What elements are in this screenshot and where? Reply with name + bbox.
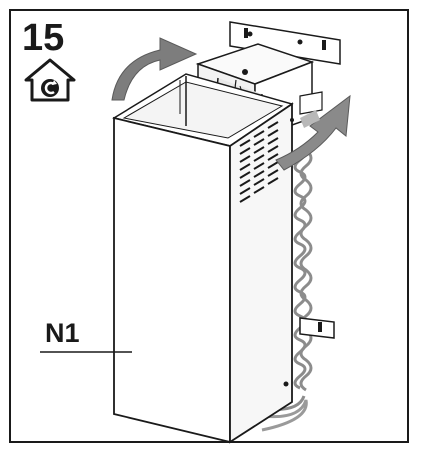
rotation-arrow-side [275, 94, 351, 171]
chimney-cover [112, 73, 294, 444]
wall-bracket-top [229, 21, 341, 65]
part-label: N1 [45, 318, 80, 348]
rotation-arrow-top [111, 37, 198, 101]
step-number: 15 [22, 17, 65, 59]
house-recirculation-icon [24, 58, 76, 102]
wall-bracket-bottom [299, 317, 335, 339]
flexible-hose [257, 148, 313, 432]
